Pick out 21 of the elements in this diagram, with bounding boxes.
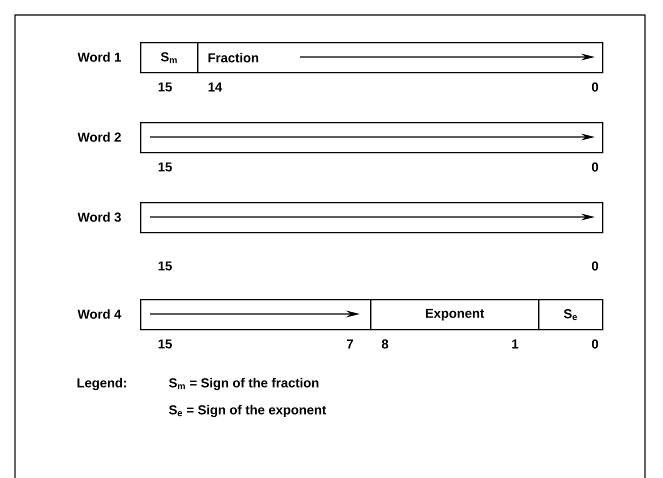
field-cell: Fraction [197,42,604,74]
field-box [140,299,372,330]
legend-entry: S$_{e}$ = Sign of the exponent [169,404,326,418]
legend-heading: Legend: [78,378,126,390]
bit-number: 8 [382,339,388,349]
bit-number: 15 [158,162,172,172]
bit-number: 14 [208,82,222,92]
field-cell: S$_{e}$ [538,299,604,330]
bit-number: 0 [592,261,598,271]
bit-number: 0 [592,162,598,172]
bit-number: 15 [158,82,172,92]
field-box [140,122,604,154]
field-cell: S$_{m}$ [140,42,198,74]
bit-number: 15 [158,261,172,271]
row-label: Word 1 [78,52,121,62]
bit-number: 7 [346,340,354,348]
bit-number: 0 [592,82,598,92]
field-box [140,202,604,234]
legend-entry: S$_{m}$ = Sign of the fraction [169,378,318,390]
bit-number: 1 [512,340,518,348]
field-cell: Exponent [370,299,540,330]
